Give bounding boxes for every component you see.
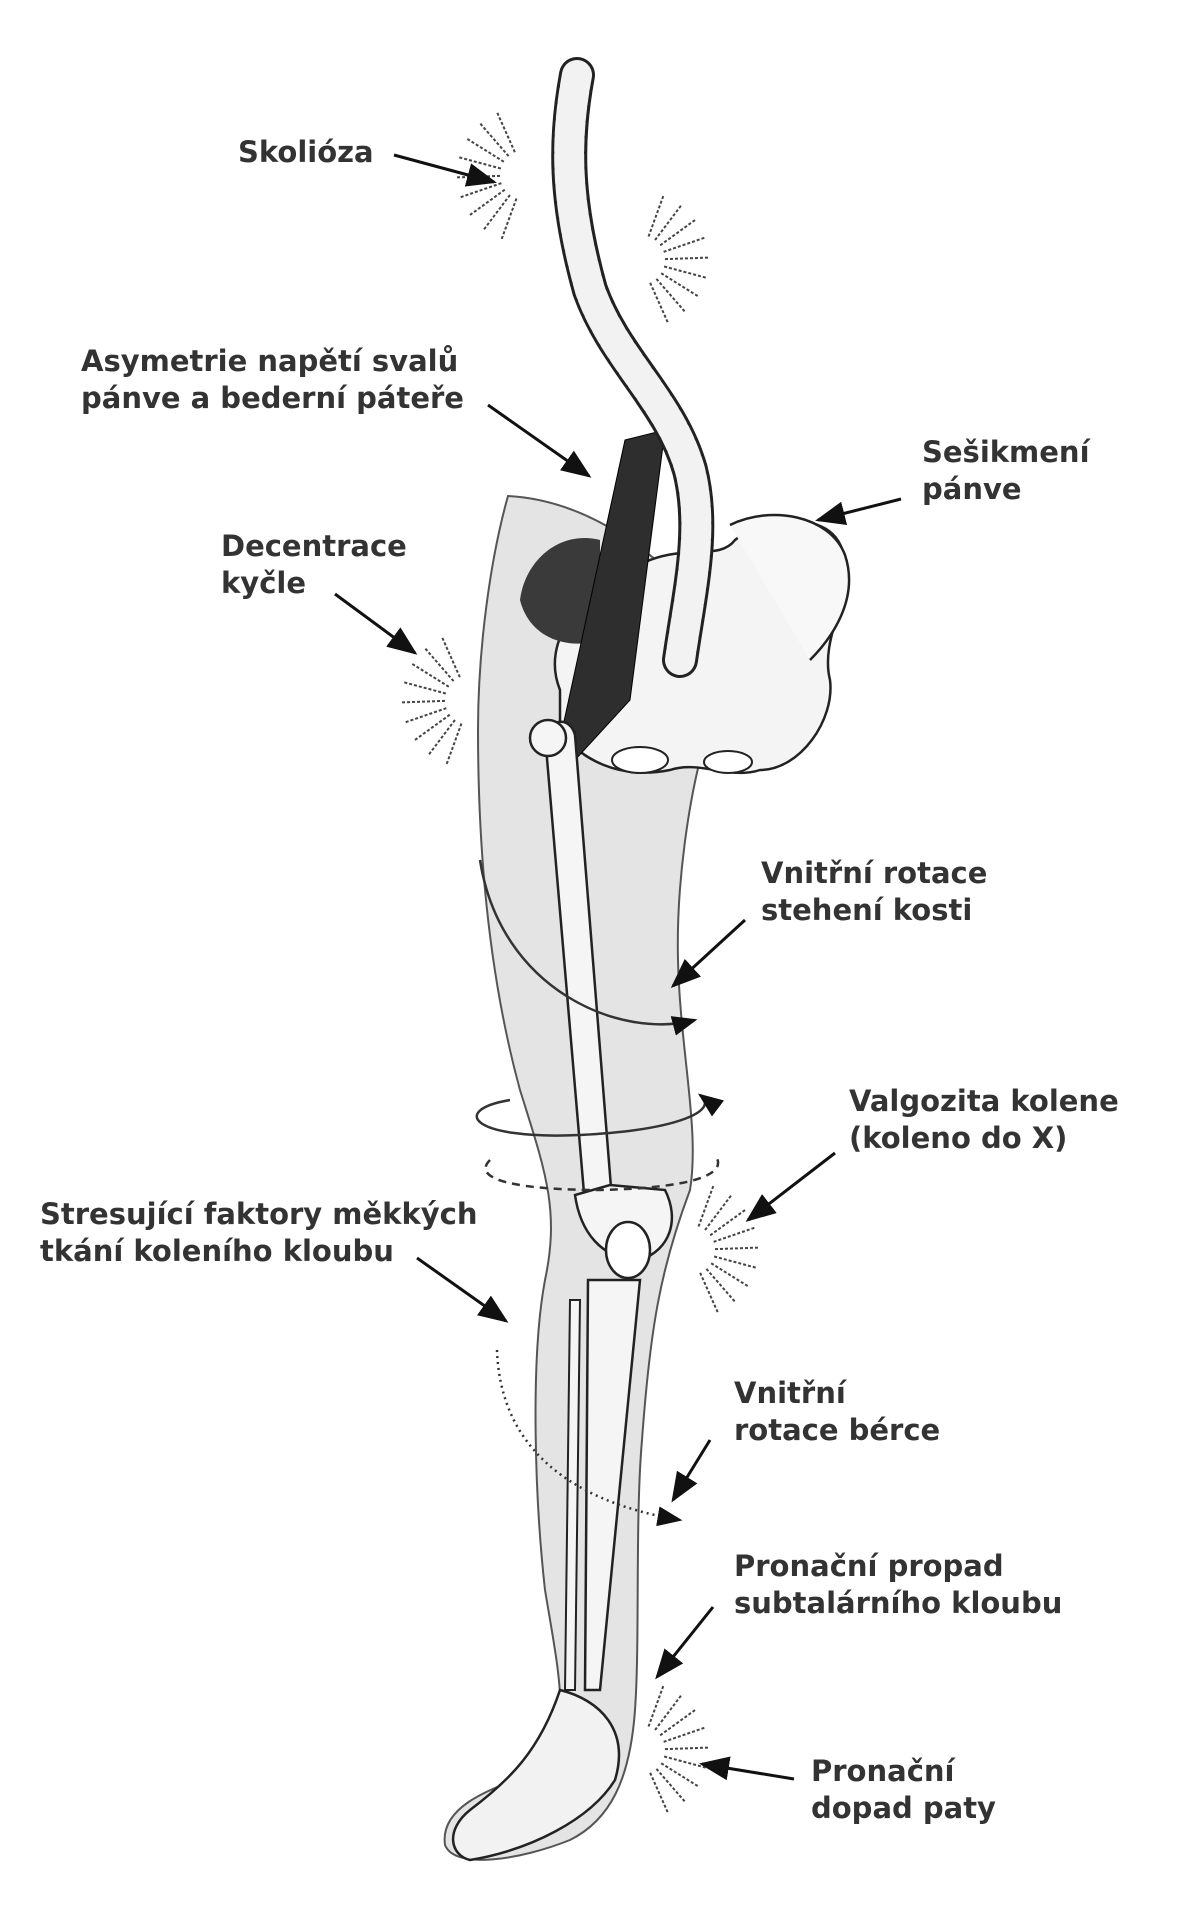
gluteus-muscle: [520, 538, 600, 644]
pain-ray: [660, 272, 700, 298]
pain-ray: [465, 137, 505, 163]
pointer-arrows: [334, 153, 902, 1781]
pain-ray: [654, 1693, 683, 1731]
shin-rotation-arrow: [495, 1349, 683, 1527]
obturator-right: [703, 750, 753, 774]
pain-ray: [663, 1726, 707, 1743]
pointer-arrow: [487, 403, 592, 478]
label-line: Stresující faktory měkkých: [40, 1197, 478, 1231]
pain-ray: [714, 1246, 760, 1251]
pain-ray: [427, 719, 456, 757]
knee-rotation-arrow: [475, 1093, 724, 1137]
pointer-arrow: [655, 1606, 715, 1680]
pain-ray: [710, 1262, 750, 1288]
label-line: Pronační propad: [734, 1549, 1004, 1583]
label-line: Asymetrie napětí svalů: [81, 344, 459, 378]
pain-ray: [664, 1746, 710, 1751]
pointer-arrow: [671, 1439, 712, 1503]
rotation-arrows: [475, 859, 724, 1527]
pain-ray: [423, 646, 455, 682]
pain-ray: [655, 1768, 687, 1804]
pain-ray: [663, 1755, 708, 1770]
pain-ray: [709, 1208, 748, 1237]
pain-ray: [660, 1762, 700, 1788]
pain-ray: [410, 662, 450, 688]
femoral-head: [528, 718, 568, 758]
pain-ray: [663, 265, 708, 280]
patella: [604, 1220, 652, 1280]
label-line: Vnitřní rotace: [761, 856, 988, 890]
pain-ray: [659, 218, 698, 247]
label-line: Sešikmení: [922, 435, 1090, 469]
label-line: Skolióza: [238, 135, 374, 169]
pain-ray: [647, 193, 665, 237]
pain-ray: [403, 707, 447, 724]
pain-ray: [649, 1772, 670, 1815]
pain-ray: [704, 1193, 733, 1231]
pain-ray: [699, 1272, 720, 1315]
label-line: pánve a bederní páteře: [81, 381, 464, 415]
pain-ray: [400, 699, 446, 704]
pain-ray: [664, 256, 710, 261]
pain-ray: [713, 1255, 758, 1270]
obturator-left: [611, 746, 669, 774]
label-line: Decentrace: [221, 529, 407, 563]
knee-rotation-dashed: [484, 1154, 720, 1192]
pointer-arrow: [815, 497, 902, 526]
foot-bones: [451, 1688, 621, 1862]
pain-ray: [659, 1708, 698, 1737]
pain-ray: [500, 198, 518, 242]
thigh-rotation-arrow: [478, 859, 698, 1036]
tibia: [583, 1278, 642, 1692]
pain-ray: [445, 723, 463, 767]
pointer-arrow: [670, 918, 747, 989]
pain-ray: [705, 1268, 737, 1304]
pain-ray: [655, 278, 687, 314]
label-line: stehení kosti: [761, 893, 973, 927]
pain-ray: [457, 155, 502, 170]
fibula: [563, 1299, 582, 1691]
pain-ray: [663, 236, 707, 253]
label-line: tkání koleního kloubu: [40, 1234, 394, 1268]
pain-ray: [440, 635, 461, 678]
label-line: dopad paty: [811, 1791, 996, 1825]
pointer-arrow: [393, 153, 497, 187]
pain-ray: [697, 1183, 715, 1227]
label-line: rotace bérce: [734, 1413, 941, 1447]
label-line: Pronační: [811, 1754, 955, 1788]
pain-ray: [467, 188, 506, 217]
label-line: (koleno do X): [849, 1121, 1068, 1155]
iliac-wing: [729, 513, 851, 661]
label-line: kyčle: [221, 566, 306, 600]
pain-ray: [713, 1226, 757, 1243]
pain-ray: [495, 110, 516, 153]
label-line: pánve: [922, 472, 1022, 506]
pain-ray: [478, 121, 510, 157]
pointer-arrow: [699, 1756, 795, 1781]
pain-ray: [649, 282, 670, 325]
pain-ray: [654, 203, 683, 241]
pointer-arrow: [745, 1151, 836, 1222]
label-line: subtalárního kloubu: [734, 1586, 1063, 1620]
vertebrae: [554, 60, 712, 675]
pain-ray: [482, 194, 511, 232]
pointer-arrow: [416, 1256, 509, 1323]
label-line: Vnitřní: [734, 1376, 846, 1410]
pain-ray: [402, 680, 447, 695]
label-valgozita: Valgozita kolene(koleno do X): [849, 1083, 1119, 1157]
pain-ray: [412, 713, 451, 742]
pain-ray: [647, 1683, 665, 1727]
pointer-arrow: [334, 592, 418, 655]
label-line: Valgozita kolene: [849, 1084, 1119, 1118]
label-skolioza: Skolióza: [238, 134, 374, 171]
